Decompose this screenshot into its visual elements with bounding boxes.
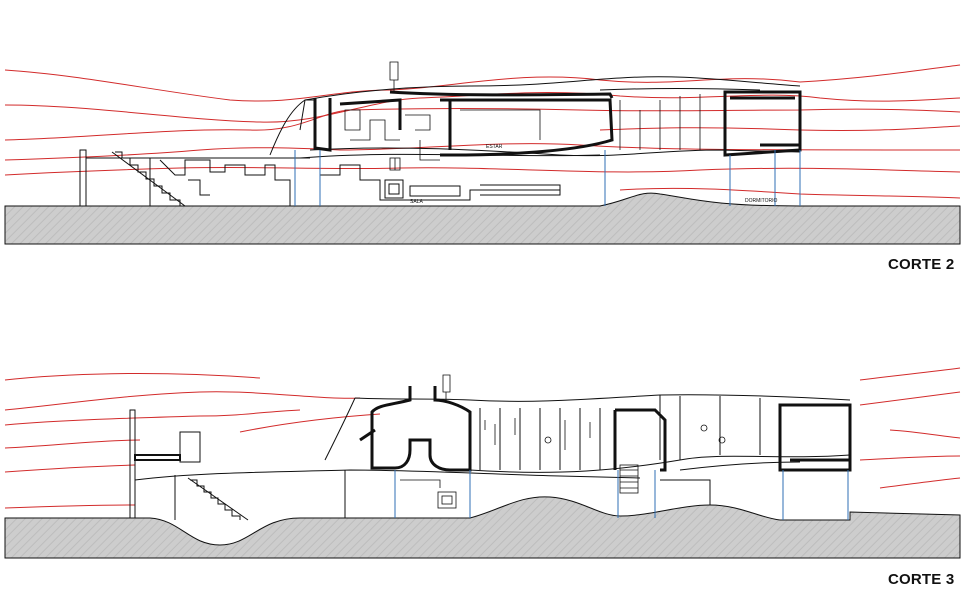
- room-label-sala: SALA: [410, 199, 423, 205]
- ground-fill-corte-2: [4, 192, 961, 245]
- main-volume-corte-3: [324, 394, 851, 519]
- section-title-corte-2: CORTE 2: [888, 256, 955, 273]
- interior-details-corte-3: [400, 374, 726, 509]
- room-label-estar: ESTAR: [486, 144, 503, 150]
- main-volume-corte-2: [269, 76, 801, 159]
- roof-structure-corte-2: [313, 90, 802, 157]
- section-corte-3: [4, 367, 961, 559]
- room-label-dormitorio: DORMITORIO: [745, 198, 778, 204]
- section-title-corte-3: CORTE 3: [888, 571, 955, 588]
- lower-floor-corte-2: [159, 159, 600, 207]
- section-corte-2: ESTAR SALA DORMITORIO: [4, 61, 961, 245]
- ground-fill-corte-3: [4, 496, 961, 559]
- interior-partitions-corte-2: [344, 61, 701, 171]
- contour-lines-corte-3: [4, 367, 961, 509]
- contour-lines-corte-2: [4, 64, 961, 199]
- roof-structure-corte-3: [359, 386, 852, 472]
- columns-corte-2: [294, 150, 801, 206]
- entry-stair-corte-3: [129, 409, 641, 521]
- columns-corte-3: [394, 470, 849, 520]
- entry-stair-corte-2: [79, 149, 310, 207]
